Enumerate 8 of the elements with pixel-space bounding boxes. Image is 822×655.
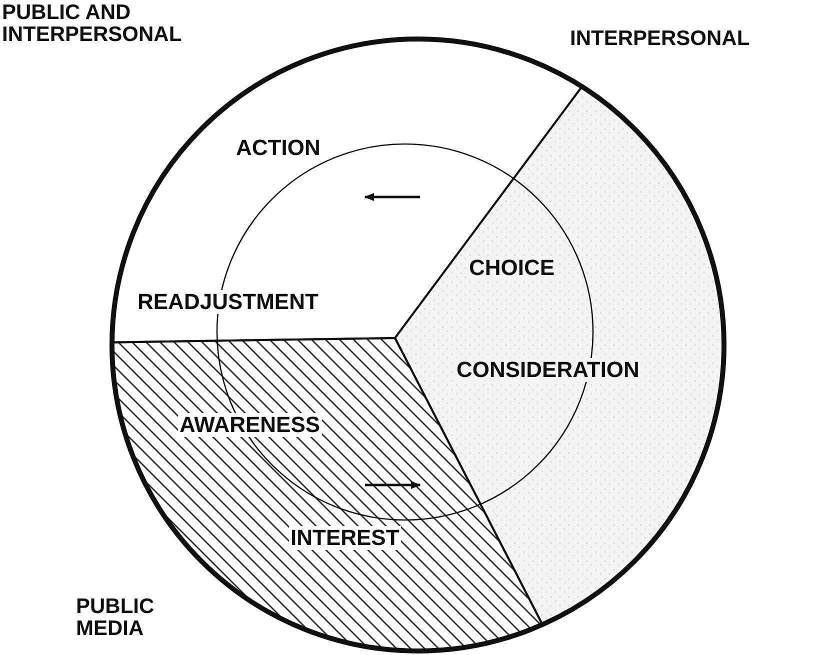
stage-label: AWARENESS [178,413,322,437]
channel-label: INTERPERSONAL [570,28,751,50]
stage-label: INTEREST [288,526,402,550]
stage-label: CONSIDERATION [454,358,642,382]
stage-label: CHOICE [467,256,557,280]
channel-label: PUBLIC MEDIA [76,596,156,640]
channel-label: PUBLIC AND INTERPERSONAL [2,2,183,46]
stage-label: READJUSTMENT [136,290,320,314]
